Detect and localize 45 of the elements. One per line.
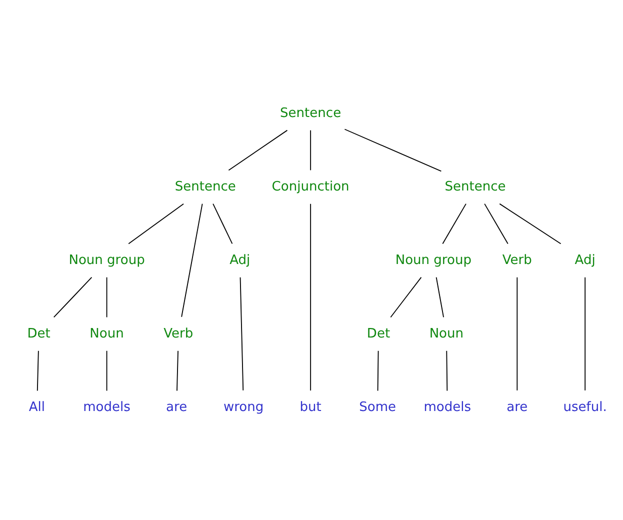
connector [446, 350, 448, 391]
connector [484, 202, 508, 244]
node-text: Adj [574, 252, 596, 268]
node-text: Some [359, 399, 396, 414]
connector [128, 202, 184, 244]
connector [516, 276, 518, 390]
connector [390, 276, 422, 318]
connector [106, 350, 108, 391]
connector [106, 276, 108, 318]
node-text: wrong [223, 399, 264, 414]
node-text: Noun group [68, 252, 145, 268]
connector [310, 129, 312, 170]
node-text: Conjunction [272, 178, 350, 194]
connector [176, 350, 178, 391]
connector [584, 276, 586, 390]
node-text: Noun [90, 326, 124, 341]
node-text: models [424, 399, 472, 414]
connector [499, 202, 562, 244]
connector [344, 128, 442, 172]
node-text: Sentence [174, 178, 236, 194]
connector [53, 276, 92, 318]
node-text: useful. [563, 399, 607, 414]
node-text: All [28, 399, 46, 414]
connector [36, 350, 39, 391]
node-text: Adj [230, 252, 250, 268]
node-text: Det [27, 326, 50, 341]
node-text: Sentence [280, 105, 342, 120]
connector [436, 276, 444, 318]
connector [442, 202, 466, 244]
connector [228, 129, 288, 170]
node-text: Verb [502, 252, 532, 268]
node-text: are [506, 399, 528, 414]
node-text: are [166, 399, 188, 414]
node-text: Sentence [444, 178, 506, 194]
connector [212, 202, 233, 244]
node-text: Det [366, 326, 390, 341]
node-text: but [300, 399, 322, 414]
node-text: Noun [429, 326, 464, 341]
connector [240, 276, 244, 390]
node-text: models [83, 399, 130, 414]
node-text: Verb [164, 326, 194, 341]
connector [377, 350, 379, 391]
node-text: Noun group [395, 252, 472, 268]
connector [181, 202, 203, 317]
connector [310, 202, 312, 390]
